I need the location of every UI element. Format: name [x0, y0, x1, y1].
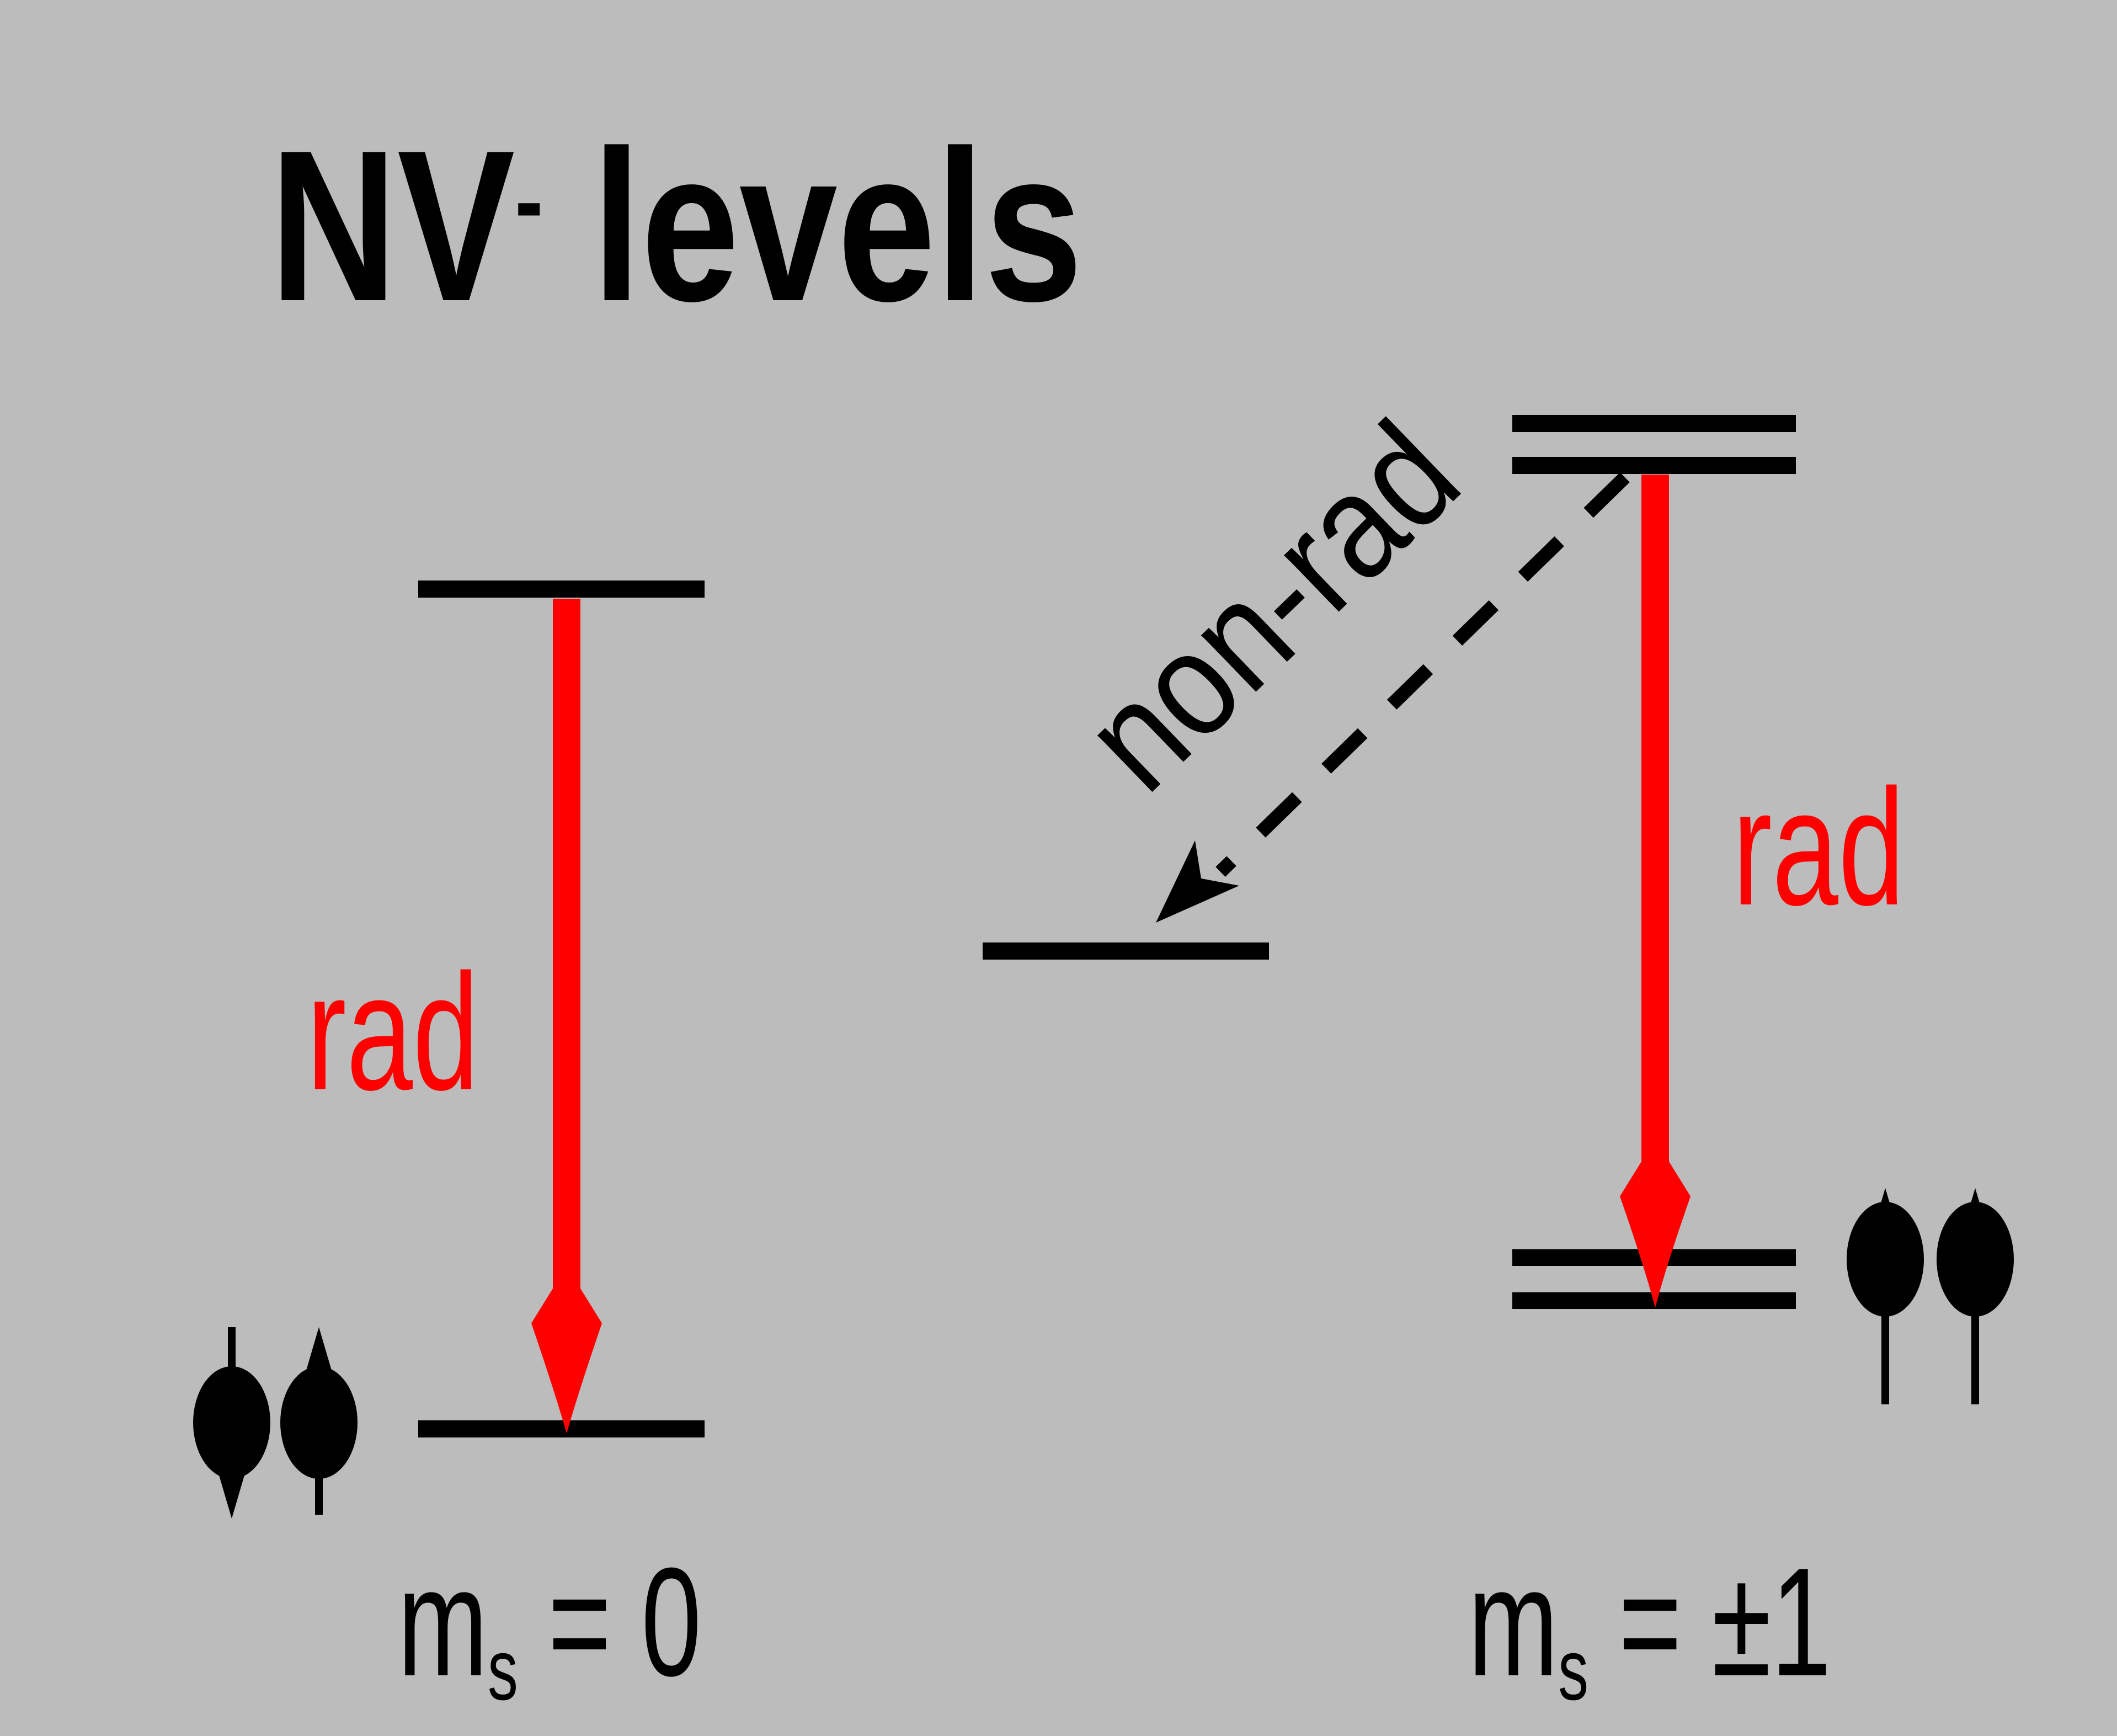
left-rad-label: rad — [306, 939, 479, 1125]
ms0-value: = 0 — [518, 1536, 702, 1708]
title-rest: levels — [543, 105, 1083, 346]
ms0-label: ms = 0 — [356, 1545, 743, 1714]
ms0-m: m — [397, 1536, 488, 1708]
nonradiative-dashed-arrow-icon — [1156, 472, 1630, 923]
ms0-sub-s: s — [488, 1621, 518, 1718]
title-superscript-minus: - — [515, 142, 543, 258]
spin-down-icon — [193, 1327, 270, 1519]
left-radiative-arrow-icon — [531, 599, 602, 1434]
singlet-level-line — [983, 942, 1269, 960]
page-title: NV- levels — [270, 113, 1083, 339]
spin-up-icon — [1847, 1188, 1924, 1404]
spin-up-icon — [280, 1327, 358, 1515]
spin-up-icon — [1937, 1188, 2014, 1404]
left-excited-level-line — [418, 581, 705, 598]
left-spin-pair — [193, 1327, 358, 1519]
right-rad-label: rad — [1732, 754, 1905, 940]
right-excited-level-line-lower — [1512, 457, 1796, 474]
ms-pm1-label: ms = ±1 — [1457, 1545, 1843, 1714]
right-excited-level-line-upper — [1512, 415, 1796, 432]
title-main: NV — [270, 105, 515, 346]
left-ground-level-line — [418, 1420, 705, 1437]
right-spin-pair — [1847, 1188, 2014, 1404]
right-radiative-arrow-icon — [1620, 475, 1691, 1308]
ms1-sub-s: s — [1558, 1621, 1589, 1718]
ms1-value: = ±1 — [1588, 1536, 1832, 1708]
ms1-m: m — [1468, 1536, 1559, 1708]
